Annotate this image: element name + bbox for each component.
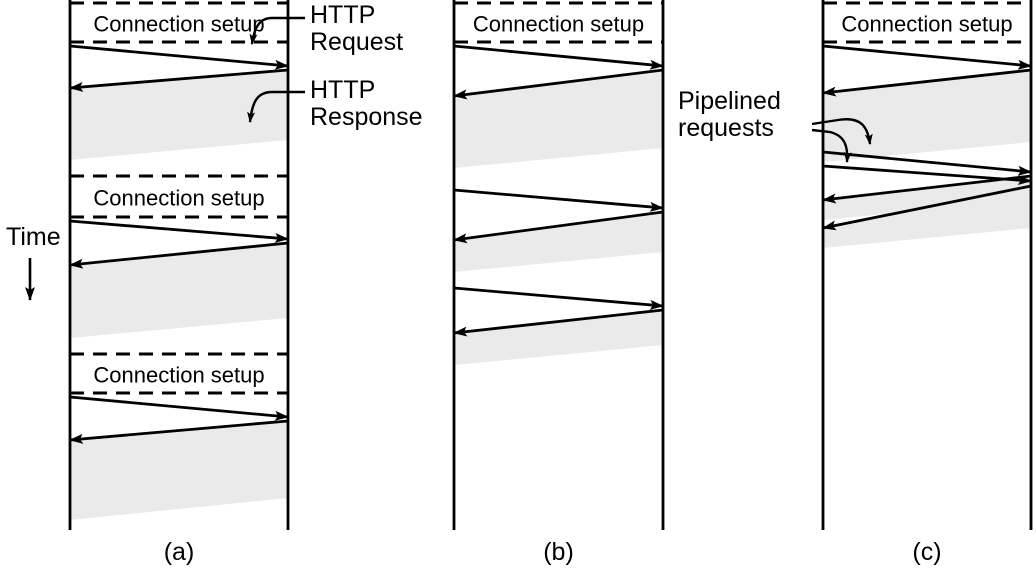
response-transfer-shade-a-3 (70, 421, 288, 520)
message-arrows (69, 44, 1032, 444)
http-response-label-line2: Response (310, 103, 423, 131)
response-arrow-a-2 (69, 241, 289, 269)
request-arrow-c-3 (822, 164, 1032, 186)
connection-setup-label-a-2: Connection setup (93, 186, 264, 211)
http-request-pointer (249, 16, 305, 45)
transfer-shading-group (70, 70, 1031, 520)
response-arrow-b-2 (453, 210, 664, 244)
connection-setup-label-a-1: Connection setup (93, 12, 264, 37)
response-transfer-shade-c-2 (823, 176, 1031, 220)
request-arrow-a-1 (69, 44, 289, 70)
http-request-annotation: HTTP Request (249, 1, 403, 56)
time-axis: Time (6, 223, 61, 301)
request-arrow-c-2 (822, 150, 1032, 176)
response-transfer-shade-b-2 (454, 212, 663, 272)
connection-setup-label-b-1: Connection setup (473, 12, 644, 37)
request-arrow-b-2 (453, 188, 664, 212)
connection-setup-label-a-3: Connection setup (93, 363, 264, 388)
connection-setup-band-c-1 (823, 3, 1031, 42)
panel-caption-a: (a) (164, 538, 195, 566)
request-arrow-c-1 (822, 44, 1032, 70)
pipelined-pointer-2 (811, 128, 852, 163)
http-request-label-line2: Request (310, 28, 403, 56)
pipelined-label-line2: requests (678, 114, 774, 142)
pipelined-label-line1: Pipelined (678, 87, 781, 115)
response-transfer-shade-c-1 (823, 70, 1031, 162)
connection-setup-label-c-1: Connection setup (841, 12, 1012, 37)
response-transfer-shade-c-3 (823, 186, 1031, 248)
response-arrow-a-3 (69, 419, 289, 444)
http-response-label-line1: HTTP (310, 76, 375, 104)
pipelined-pointer-1 (811, 118, 873, 145)
response-transfer-shade-a-2 (70, 243, 288, 338)
panel-caption-b: (b) (543, 538, 574, 566)
response-arrow-b-3 (453, 308, 664, 337)
time-axis-label: Time (6, 223, 61, 251)
panel-caption-c: (c) (912, 538, 941, 566)
response-transfer-shade-a-1 (70, 70, 288, 160)
pipelined-requests-annotation: Pipelined requests (678, 87, 873, 163)
response-transfer-shade-b-3 (454, 310, 663, 365)
connection-setup-band-a-3 (70, 354, 288, 393)
connection-setup-band-b-1 (454, 3, 663, 42)
request-arrow-a-2 (69, 219, 289, 243)
response-transfer-shade-b-1 (454, 70, 663, 168)
response-arrow-b-1 (453, 68, 664, 100)
http-response-pointer (247, 90, 305, 123)
panel-captions: (a) (b) (c) (164, 538, 942, 566)
http-response-annotation: HTTP Response (247, 76, 423, 131)
response-arrow-c-3 (822, 184, 1032, 231)
request-arrow-a-3 (69, 395, 289, 421)
http-request-label-line1: HTTP (310, 1, 375, 29)
response-arrow-c-1 (822, 68, 1032, 97)
connection-setup-band-a-2 (70, 176, 288, 217)
request-arrow-b-1 (453, 44, 664, 70)
request-arrow-b-3 (453, 286, 664, 310)
response-arrow-c-2 (822, 174, 1032, 204)
response-arrow-a-1 (69, 68, 289, 92)
